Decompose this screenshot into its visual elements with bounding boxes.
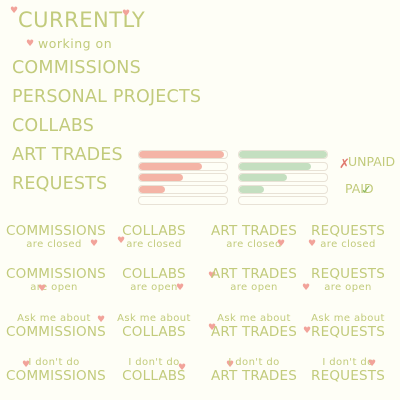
sticker-subtitle: Ask me about	[311, 313, 385, 324]
heart-icon: ♥	[117, 236, 126, 246]
heart-icon: ♥	[368, 359, 377, 369]
sticker-title: COMMISSIONS	[6, 368, 106, 384]
sticker-subtitle: are open	[30, 282, 78, 293]
sticker-title: ART TRADES	[211, 266, 297, 282]
progress-bar	[238, 173, 328, 182]
sticker-subtitle: I don't do	[28, 357, 80, 368]
sticker-subtitle: I don't do	[228, 357, 280, 368]
heart-icon: ♥	[277, 239, 286, 249]
progress-fill	[139, 151, 225, 158]
sticker-title: COMMISSIONS	[6, 266, 106, 282]
heart-icon: ♥	[22, 360, 31, 370]
progress-bar	[238, 150, 328, 159]
progress-bar	[138, 161, 228, 171]
heart-icon: ♥	[97, 315, 106, 325]
sticker-title: COLLABS	[122, 324, 186, 340]
sticker-ask-art-trades: Ask me about ART TRADES	[206, 313, 302, 340]
sticker-title: REQUESTS	[311, 266, 385, 282]
sticker-requests-open: REQUESTS are open	[300, 267, 396, 294]
heart-icon: ♥	[38, 284, 47, 294]
sticker-title: REQUESTS	[311, 368, 385, 384]
sticker-subtitle: are closed	[320, 239, 376, 250]
progress-bar	[238, 161, 328, 171]
heart-icon: ♥	[176, 283, 185, 293]
sticker-collabs-open: COLLABS are open	[106, 267, 202, 294]
sticker-title: COMMISSIONS	[6, 324, 106, 340]
category-collabs: COLLABS	[12, 116, 95, 136]
sticker-ask-commissions: Ask me about COMMISSIONS	[6, 313, 106, 340]
heart-icon: ♥	[208, 323, 217, 333]
progress-fill	[139, 185, 166, 193]
sticker-title: ART TRADES	[211, 368, 297, 384]
progress-fill	[239, 162, 312, 170]
heart-icon: ♥	[208, 271, 217, 281]
paid-label: PAID	[345, 181, 374, 196]
sticker-subtitle: I don't do	[128, 357, 180, 368]
progress-fill	[139, 162, 203, 170]
progress-fill	[239, 174, 288, 181]
heart-icon: ♥	[303, 326, 312, 336]
sticker-title: COLLABS	[122, 266, 186, 282]
sticker-ask-collabs: Ask me about COLLABS	[106, 313, 202, 340]
category-requests: REQUESTS	[12, 174, 108, 194]
sticker-title: COLLABS	[122, 223, 186, 239]
heart-icon: ♥	[226, 360, 235, 370]
sticker-title: COLLABS	[122, 368, 186, 384]
sticker-dont-requests: I don't do REQUESTS	[300, 357, 396, 384]
sticker-art-trades-closed: ART TRADES are closed	[206, 224, 302, 251]
sticker-subtitle: are closed	[126, 239, 182, 250]
sticker-commissions-closed: COMMISSIONS are closed	[6, 223, 106, 251]
progress-bar	[138, 173, 228, 182]
sticker-subtitle: are open	[230, 282, 278, 293]
progress-bar	[138, 184, 228, 194]
sticker-commissions-open: COMMISSIONS are open	[6, 266, 106, 294]
sticker-subtitle: Ask me about	[17, 313, 91, 324]
progress-fill	[139, 174, 183, 181]
sticker-subtitle: Ask me about	[217, 313, 291, 324]
sticker-subtitle: are open	[324, 282, 372, 293]
category-art-trades: ART TRADES	[12, 145, 123, 165]
sticker-requests-closed: REQUESTS are closed	[300, 224, 396, 251]
heart-icon: ♥	[122, 9, 131, 19]
heart-icon: ♥	[10, 6, 19, 16]
progress-bar	[138, 196, 228, 205]
heart-icon: ♥	[178, 363, 187, 373]
category-personal-projects: PERSONAL PROJECTS	[12, 87, 202, 107]
progress-fill	[239, 185, 264, 193]
sticker-title: REQUESTS	[311, 324, 385, 340]
sticker-collabs-closed: COLLABS are closed	[106, 224, 202, 251]
sticker-title: ART TRADES	[211, 324, 297, 340]
sticker-subtitle: are closed	[226, 239, 282, 250]
unpaid-x-icon: ✗	[339, 157, 350, 172]
header-title: CURRENTLY	[18, 8, 146, 32]
sticker-art-trades-open: ART TRADES are open	[206, 267, 302, 294]
sticker-title: ART TRADES	[211, 223, 297, 239]
progress-bar	[238, 196, 328, 205]
sticker-subtitle: Ask me about	[117, 313, 191, 324]
sticker-dont-collabs: I don't do COLLABS	[106, 357, 202, 384]
progress-bar	[138, 150, 228, 159]
sticker-dont-art-trades: I don't do ART TRADES	[206, 357, 302, 384]
heart-icon: ♥	[26, 39, 35, 49]
unpaid-label: UNPAID	[348, 154, 396, 169]
sticker-title: COMMISSIONS	[6, 223, 106, 239]
header-subtitle: working on	[38, 36, 113, 51]
sticker-subtitle: I don't do	[322, 357, 374, 368]
sticker-ask-requests: Ask me about REQUESTS	[300, 313, 396, 340]
category-commissions: COMMISSIONS	[12, 58, 141, 78]
heart-icon: ♥	[90, 239, 99, 249]
sticker-title: REQUESTS	[311, 223, 385, 239]
sticker-subtitle: are open	[130, 282, 178, 293]
sticker-dont-commissions: I don't do COMMISSIONS	[6, 357, 106, 384]
progress-bar	[238, 184, 328, 194]
heart-icon: ♥	[302, 283, 311, 293]
progress-fill	[239, 151, 327, 158]
paid-check-icon: ✓	[361, 183, 372, 198]
heart-icon: ♥	[308, 239, 317, 249]
sticker-subtitle: are closed	[26, 239, 82, 250]
